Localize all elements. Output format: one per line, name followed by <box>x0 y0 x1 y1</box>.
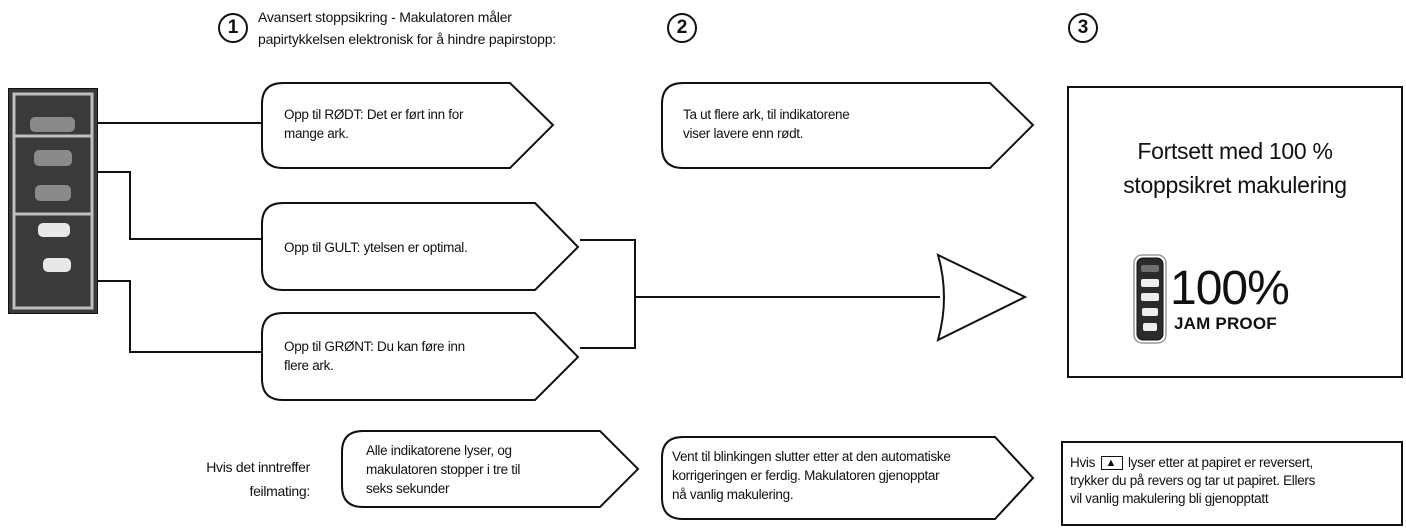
condition-yellow-line: Opp til GULT: ytelsen er optimal. <box>284 240 468 255</box>
condition-box-red <box>261 82 555 169</box>
merge-line-yellow <box>580 239 636 349</box>
action-red-text: Ta ut flere ark, til indikatorene viser … <box>683 105 850 143</box>
step-3-number: 3 <box>1068 13 1098 43</box>
error-row-label-line: feilmating: <box>249 483 310 499</box>
jam-proof-meter-graphic <box>1133 254 1167 344</box>
indicator-light-yellow-2 <box>35 185 71 201</box>
error-note-word: lyser etter at papiret er reversert, <box>1127 455 1313 470</box>
error-row-label-line: Hvis det inntreffer <box>206 459 310 475</box>
error-note-line: vil vanlig makulering bli gjenopptatt <box>1070 491 1269 506</box>
error-condition-line: makulatoren stopper i tre til <box>366 462 521 477</box>
error-note-text: Hvis lyser etter at papiret er reversert… <box>1070 454 1395 508</box>
error-action-text: Vent til blinkingen slutter etter at den… <box>672 447 951 504</box>
error-note-word: Hvis <box>1070 455 1096 470</box>
result-title-line: stoppsikret makulering <box>1123 172 1347 198</box>
jam-proof-meter-icon <box>1133 254 1167 344</box>
error-note-line: trykker du på revers og tar ut papiret. … <box>1070 473 1316 488</box>
reverse-key-icon <box>1100 454 1123 472</box>
error-condition-box <box>341 430 640 508</box>
condition-green-text: Opp til GRØNT: Du kan føre inn flere ark… <box>284 337 465 375</box>
error-note-box: Hvis lyser etter at papiret er reversert… <box>1061 441 1403 526</box>
error-condition-line: Alle indikatorene lyser, og <box>366 443 512 458</box>
error-action-line: korrigeringen er ferdig. Makulatoren gje… <box>672 468 940 483</box>
big-arrow <box>936 253 1028 342</box>
connector-yellow <box>98 171 262 240</box>
condition-box-yellow <box>261 202 580 291</box>
error-condition-text: Alle indikatorene lyser, og makulatoren … <box>366 441 520 498</box>
indicator-light-green-1 <box>38 223 70 237</box>
result-title: Fortsett med 100 % stoppsikret makulerin… <box>1069 134 1401 202</box>
indicator-light-green-2 <box>43 258 71 272</box>
indicator-light-yellow-1 <box>34 150 72 166</box>
step-2-number: 2 <box>667 13 697 43</box>
connector-green <box>98 280 262 353</box>
error-note-line: Hvis lyser etter at papiret er reversert… <box>1070 454 1395 472</box>
indicator-light-red <box>30 117 75 132</box>
step-1-heading-line: Avansert stoppsikring - Makulatoren måle… <box>258 9 512 25</box>
step-1-heading: Avansert stoppsikring - Makulatoren måle… <box>258 6 556 50</box>
error-action-line: nå vanlig makulering. <box>672 487 794 502</box>
indicator-panel-graphic <box>7 87 99 315</box>
condition-green-line: Opp til GRØNT: Du kan føre inn <box>284 339 465 354</box>
condition-green-line: flere ark. <box>284 358 334 373</box>
condition-yellow-text: Opp til GULT: ytelsen er optimal. <box>284 238 468 257</box>
action-red-line: viser lavere enn rødt. <box>683 126 804 141</box>
action-box-red <box>661 82 1035 169</box>
error-action-box <box>661 436 1035 520</box>
condition-red-line: Opp til RØDT: Det er ført inn for <box>284 107 464 122</box>
error-condition-line: seks sekunder <box>366 481 450 496</box>
error-row-label: Hvis det inntreffer feilmating: <box>190 455 310 503</box>
step-1-number: 1 <box>218 13 248 43</box>
action-red-line: Ta ut flere ark, til indikatorene <box>683 107 850 122</box>
condition-box-green <box>261 312 580 401</box>
condition-red-line: mange ark. <box>284 126 349 141</box>
error-action-line: Vent til blinkingen slutter etter at den… <box>672 449 951 464</box>
result-title-line: Fortsett med 100 % <box>1137 138 1333 164</box>
step-1-heading-line: papirtykkelsen elektronisk for å hindre … <box>258 31 556 47</box>
result-percent: 100% <box>1170 262 1290 315</box>
condition-red-text: Opp til RØDT: Det er ført inn for mange … <box>284 105 463 143</box>
result-badge: JAM PROOF <box>1174 314 1277 333</box>
result-panel: Fortsett med 100 % stoppsikret makulerin… <box>1067 86 1403 378</box>
shredder-indicator-panel-icon <box>7 87 99 315</box>
